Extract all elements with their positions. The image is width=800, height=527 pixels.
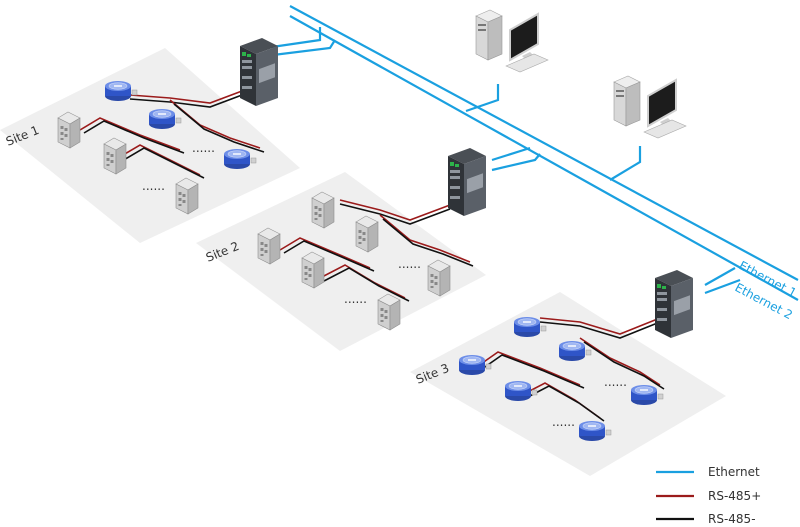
ellipsis-site-2b: ...... (344, 292, 367, 306)
rs485-site-1 (79, 87, 265, 179)
site-2-platform (196, 172, 486, 351)
meter-box-icon (301, 251, 325, 289)
meter-box-icon (427, 259, 451, 297)
legend-rs485-minus-label: RS-485- (708, 512, 756, 526)
computer-1-icon (475, 9, 549, 73)
meter-box-icon (377, 293, 401, 331)
ellipsis-site-1a: ...... (192, 141, 215, 155)
meter-box-icon (103, 137, 127, 175)
meter-box-icon (355, 215, 379, 253)
ellipsis-site-2a: ...... (398, 257, 421, 271)
rs485-site-2 (279, 199, 474, 302)
meter-box-icon (257, 227, 281, 265)
legend-rs485-plus-label: RS-485+ (708, 489, 761, 503)
legend: Ethernet RS-485+ RS-485- (656, 465, 761, 526)
ellipsis-site-3a: ...... (604, 375, 627, 389)
gateway-3-icon (655, 270, 693, 338)
ellipsis-site-3b: ...... (552, 415, 575, 429)
site-3-platform (410, 292, 726, 476)
computer-2-icon (613, 75, 687, 139)
gateway-1-icon (240, 38, 278, 106)
meter-box-icon (57, 111, 81, 149)
meter-box-icon (175, 177, 199, 215)
rs485-site-3 (477, 317, 665, 422)
gateway-2-icon (448, 148, 486, 216)
legend-ethernet-label: Ethernet (708, 465, 760, 479)
site-1-platform (0, 48, 300, 243)
ethernet-lines (264, 5, 799, 301)
ellipsis-site-1b: ...... (142, 179, 165, 193)
meter-box-icon (311, 191, 335, 229)
